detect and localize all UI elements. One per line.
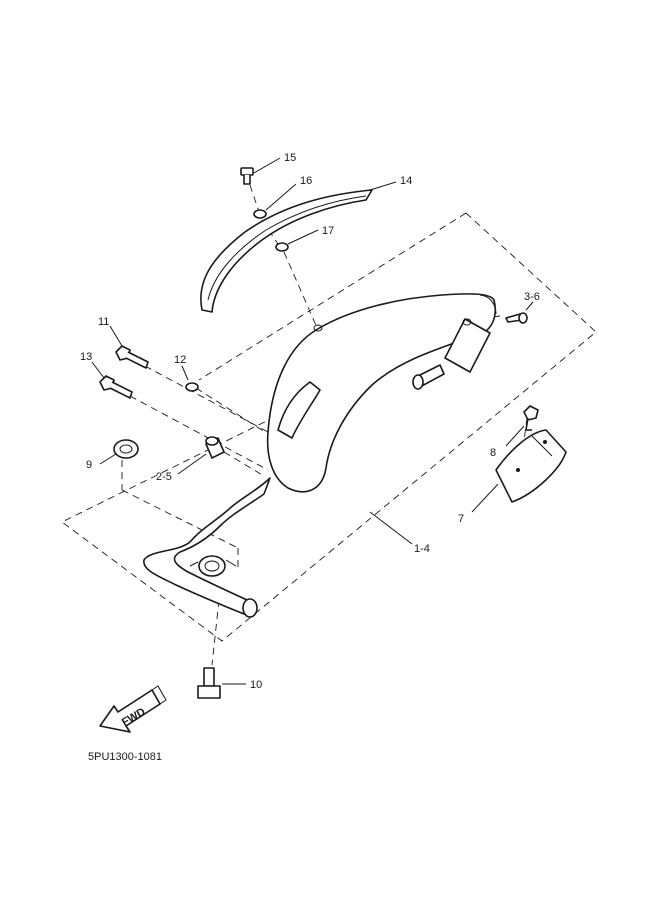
callout-15: 15 <box>284 152 296 164</box>
callout-16: 16 <box>300 175 312 187</box>
heat-shield <box>200 189 373 313</box>
guard-7 <box>495 429 567 503</box>
callout-3-6: 3-6 <box>524 291 540 303</box>
callout-9: 9 <box>86 459 92 471</box>
collar-2-5 <box>205 436 225 459</box>
washer-12 <box>185 382 199 392</box>
diagram-code: 5PU1300-1081 <box>88 751 162 763</box>
bolt-8 <box>523 405 539 431</box>
bolt-3-6 <box>505 312 528 324</box>
gasket-9 <box>113 439 139 459</box>
callout-labels: 15 16 14 17 3-6 11 13 12 9 2-5 8 7 1-4 1… <box>80 152 540 691</box>
bolt-15 <box>240 167 254 185</box>
bolt-11 <box>115 345 149 369</box>
bolt-13 <box>99 375 133 399</box>
header-pipe <box>143 477 271 618</box>
callout-12: 12 <box>174 354 186 366</box>
assembly-boundary <box>61 212 597 642</box>
callout-14: 14 <box>400 175 412 187</box>
callout-7: 7 <box>458 513 464 525</box>
callout-10: 10 <box>250 679 262 691</box>
callout-leaders <box>91 157 534 685</box>
callout-17: 17 <box>322 225 334 237</box>
callout-8: 8 <box>490 447 496 459</box>
bolt-10 <box>197 667 221 699</box>
washer-17 <box>275 242 289 252</box>
callout-2-5: 2-5 <box>156 471 172 483</box>
callout-11: 11 <box>98 316 109 328</box>
callout-1-4: 1-4 <box>414 543 430 555</box>
washer-16 <box>253 209 267 219</box>
fwd-arrow: FWD <box>99 685 167 733</box>
muffler-body <box>266 293 497 493</box>
callout-13: 13 <box>80 351 92 363</box>
